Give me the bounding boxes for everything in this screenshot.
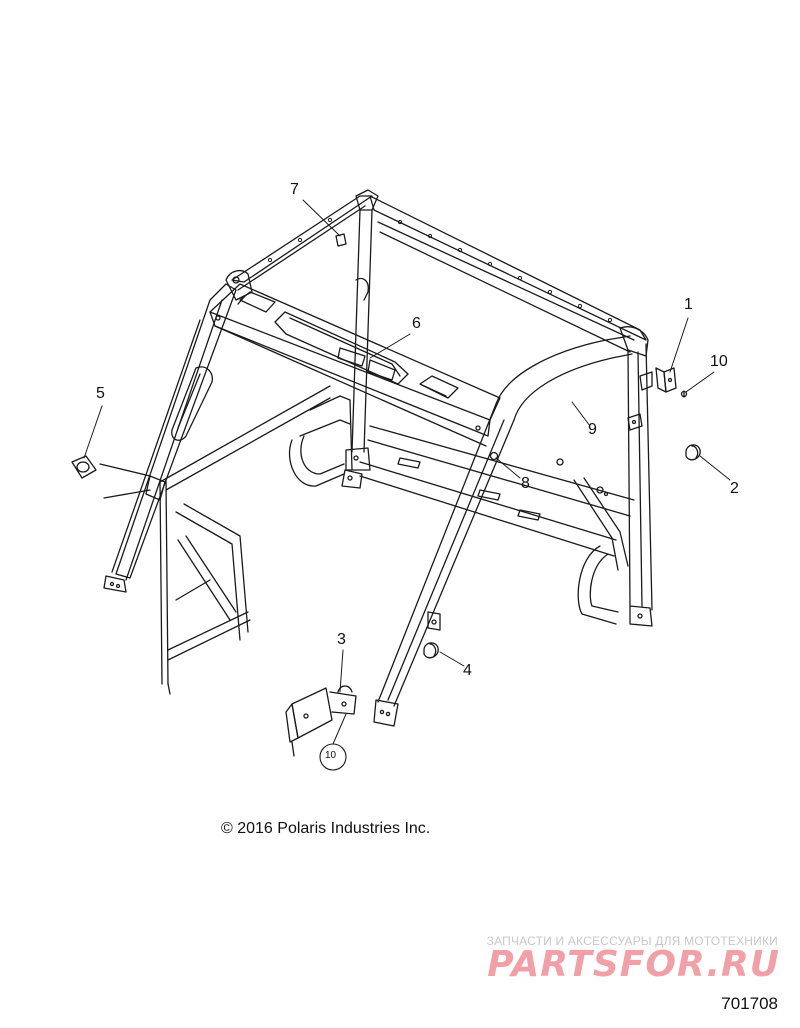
right-rear-pillar [627,343,653,611]
callout-1: 1 [684,296,693,313]
callout-2: 2 [730,480,739,497]
left-front-pillar [99,283,237,593]
callout-5: 5 [96,385,105,402]
callout-9: 9 [588,421,597,438]
part-1-bracket [655,367,677,393]
leader-lines [83,199,731,745]
right-front-pillar [373,335,633,727]
copyright-notice: © 2016 Polaris Industries Inc. [221,820,431,837]
callout-8: 8 [521,475,530,492]
left-door-frame [159,385,363,695]
part-7-nut [335,233,347,247]
part-8-nut [489,451,499,461]
part-3-bracket [285,685,357,757]
watermark-caption: ЗАПЧАСТИ И АКСЕССУАРЫ ДЛЯ МОТОТЕХНИКИ [486,934,778,948]
callout-10: 10 [710,353,728,370]
part-4-bushing [423,642,439,659]
callout-4: 4 [463,662,472,679]
roof-frame [225,189,649,357]
diagram-id: 701708 [721,994,778,1013]
part-5-grommet [71,455,97,479]
callout-3: 3 [337,631,346,648]
rear-cross-bar [359,425,653,627]
part-2-clamp [685,444,701,461]
front-cross-panel [209,283,501,447]
watermark-logo: PARTSFOR.RU [487,944,780,985]
callout-7: 7 [290,181,299,198]
part-10-screw [680,390,688,398]
circled-ref-label: 10 [325,750,337,761]
rear-center-pillar [345,209,373,471]
callout-6: 6 [412,315,421,332]
